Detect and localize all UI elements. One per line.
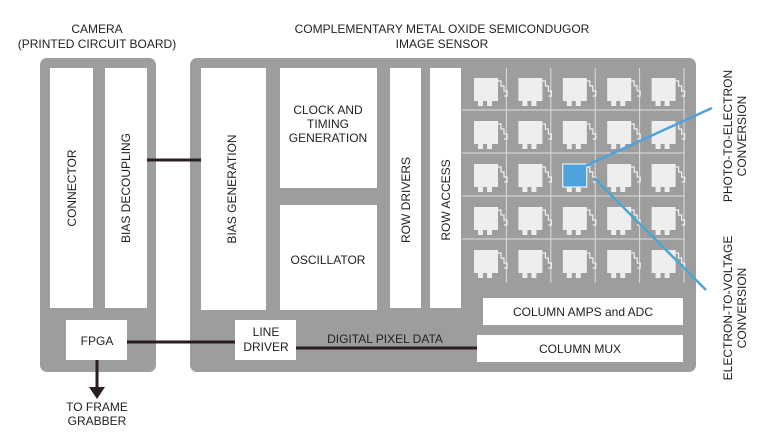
photo-label-2: CONVERSION bbox=[735, 96, 749, 177]
connector-block bbox=[50, 68, 93, 308]
row-access-block bbox=[430, 68, 461, 308]
photo-label-1: PHOTO-TO-ELECTRON bbox=[721, 70, 735, 202]
sensor-subtitle: IMAGE SENSOR bbox=[396, 37, 489, 51]
arrow-down-icon bbox=[89, 387, 105, 399]
oscillator-label: OSCILLATOR bbox=[291, 253, 366, 267]
pixel-cell bbox=[474, 164, 508, 192]
pixel-cell bbox=[562, 207, 597, 235]
camera-title: CAMERA bbox=[71, 22, 122, 36]
pixel-cell bbox=[651, 207, 686, 235]
bias-decoupling-label: BIAS DECOUPLING bbox=[119, 133, 133, 243]
pixel-cell bbox=[518, 164, 552, 192]
clock-label-2: TIMING bbox=[307, 117, 349, 131]
bias-generation-label: BIAS GENERATION bbox=[225, 134, 239, 243]
electron-label-1: ELECTRON-TO-VOLTAGE bbox=[721, 236, 735, 381]
pixel-cell bbox=[562, 78, 597, 106]
sensor-title: COMPLEMENTARY METAL OXIDE SEMICONDUGOR bbox=[295, 22, 590, 36]
row-drivers-label: ROW DRIVERS bbox=[399, 157, 413, 243]
column-amps-block bbox=[483, 298, 683, 325]
pixel-array bbox=[462, 68, 686, 283]
pixel-cell bbox=[474, 121, 508, 149]
pixel-cell bbox=[518, 78, 552, 106]
pixel-cell bbox=[474, 78, 508, 106]
pixel-cell bbox=[651, 164, 686, 192]
line-driver-label-1: LINE bbox=[253, 325, 280, 339]
clock-label-1: CLOCK AND bbox=[293, 103, 363, 117]
photo-callout-line bbox=[584, 106, 713, 168]
pixel-cell bbox=[607, 250, 641, 278]
row-access-label: ROW ACCESS bbox=[439, 159, 453, 240]
pixel-cell bbox=[607, 78, 641, 106]
bias-decoupling-block bbox=[105, 68, 147, 308]
pixel-cell bbox=[607, 121, 641, 149]
clock-label-3: GENERATION bbox=[289, 131, 367, 145]
pixel-cell bbox=[474, 250, 508, 278]
camera-subtitle: (PRINTED CIRCUIT BOARD) bbox=[18, 37, 176, 51]
pixel-cell bbox=[562, 250, 597, 278]
line-driver-label-2: DRIVER bbox=[243, 340, 289, 354]
fpga-block bbox=[66, 320, 127, 360]
pixel-cell bbox=[651, 78, 686, 106]
column-mux-block bbox=[477, 335, 683, 362]
fpga-label: FPGA bbox=[81, 334, 114, 348]
output-label-2: GRABBER bbox=[68, 414, 127, 428]
row-drivers-block bbox=[390, 68, 421, 308]
bias-generation-block bbox=[201, 68, 266, 310]
electron-label-2: CONVERSION bbox=[735, 268, 749, 349]
pixel-cell bbox=[518, 250, 552, 278]
pixel-cell bbox=[607, 164, 641, 192]
clock-timing-block bbox=[280, 68, 377, 188]
oscillator-block bbox=[280, 205, 377, 310]
pixel-cell bbox=[474, 207, 508, 235]
column-amps-label: COLUMN AMPS and ADC bbox=[513, 305, 653, 319]
electron-callout-line bbox=[593, 177, 707, 291]
pixel-cell bbox=[518, 207, 552, 235]
pixel-cell bbox=[651, 250, 686, 278]
line-driver-block bbox=[235, 320, 296, 360]
highlighted-pixel bbox=[562, 163, 597, 192]
output-label-1: TO FRAME bbox=[66, 400, 128, 414]
digital-pixel-data-label: DIGITAL PIXEL DATA bbox=[327, 332, 443, 346]
connector-label: CONNECTOR bbox=[65, 149, 79, 226]
column-mux-label: COLUMN MUX bbox=[539, 342, 621, 356]
pixel-cell bbox=[562, 121, 597, 149]
pixel-cell bbox=[518, 121, 552, 149]
